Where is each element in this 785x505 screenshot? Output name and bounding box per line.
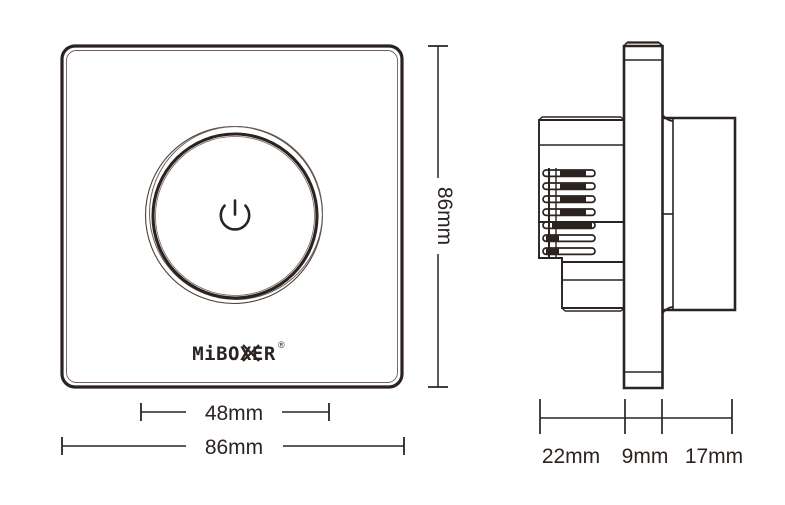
dim-9mm-label: 9mm bbox=[622, 445, 669, 468]
dim-86mm-height-label: 86mm bbox=[433, 187, 456, 245]
vent-fin bbox=[542, 208, 596, 217]
vent-fin bbox=[542, 182, 596, 191]
vent-fin bbox=[542, 234, 596, 243]
vent-fin-slot bbox=[542, 182, 596, 191]
brand-logo-x-accent bbox=[242, 344, 260, 362]
dimension-86mm-height: 86mm bbox=[428, 45, 456, 388]
side-view-knob bbox=[661, 114, 737, 314]
knob-body-outline bbox=[663, 116, 737, 312]
power-icon-arc bbox=[219, 204, 251, 231]
brand-trademark-symbol: ® bbox=[278, 340, 285, 350]
vent-fin bbox=[542, 195, 596, 204]
dial-inner-hairline bbox=[155, 136, 315, 296]
vent-fin bbox=[542, 247, 596, 256]
dimension-86mm-width: 86mm bbox=[61, 436, 405, 459]
dim-22mm-label: 22mm bbox=[542, 445, 600, 468]
vent-fin-shade bbox=[560, 183, 586, 189]
vent-fin-shade bbox=[546, 248, 559, 254]
vent-fin-slot bbox=[542, 221, 596, 230]
brand-logo: MiBOXER ® bbox=[192, 340, 285, 365]
vent-fin-slot bbox=[542, 195, 596, 204]
brand-logo-text: MiBOXER bbox=[192, 343, 276, 365]
front-view-panel bbox=[60, 44, 404, 389]
dim-48mm-label: 48mm bbox=[205, 402, 263, 425]
dim-86mm-width-label: 86mm bbox=[205, 436, 263, 459]
rear-shell-step bbox=[538, 252, 563, 285]
panel-outline bbox=[60, 44, 404, 389]
rear-shell-lower-chamfer bbox=[561, 307, 625, 312]
vent-fin-slot bbox=[542, 247, 596, 256]
dim-17mm-label: 17mm bbox=[685, 445, 743, 468]
side-view-faceplate bbox=[622, 41, 664, 390]
vent-fin-shade bbox=[560, 196, 586, 202]
side-view-vent-fins bbox=[542, 168, 596, 257]
vent-fin-slot bbox=[542, 234, 596, 243]
rear-shell-upper-chamfer bbox=[538, 116, 625, 121]
vent-fin-shade bbox=[560, 209, 586, 215]
rear-shell-upper bbox=[538, 119, 625, 223]
faceplate-slab-outline bbox=[622, 44, 664, 390]
rear-shell-lower bbox=[561, 261, 625, 309]
front-view-dial bbox=[144, 125, 324, 305]
vent-fin bbox=[542, 221, 596, 230]
knob-top-fillet bbox=[661, 114, 674, 122]
vent-fin-shade bbox=[560, 170, 586, 176]
vent-fin-slot bbox=[542, 169, 596, 178]
knob-bottom-fillet bbox=[661, 306, 674, 314]
vent-fin-shade bbox=[552, 222, 592, 228]
vent-fin-shade bbox=[546, 235, 559, 241]
dimension-side-segments: 22mm 9mm 17mm bbox=[539, 399, 743, 468]
panel-inner-bevel bbox=[66, 50, 398, 383]
side-view-rear-housing bbox=[538, 116, 625, 312]
vent-fin-slot bbox=[542, 208, 596, 217]
dimension-48mm: 48mm bbox=[140, 402, 330, 425]
power-icon[interactable] bbox=[219, 199, 251, 231]
logo-x-stroke-2 bbox=[242, 344, 260, 362]
faceplate-top-chamfer bbox=[623, 41, 664, 47]
dial-knob-edge bbox=[151, 132, 319, 300]
vent-fin bbox=[542, 169, 596, 178]
